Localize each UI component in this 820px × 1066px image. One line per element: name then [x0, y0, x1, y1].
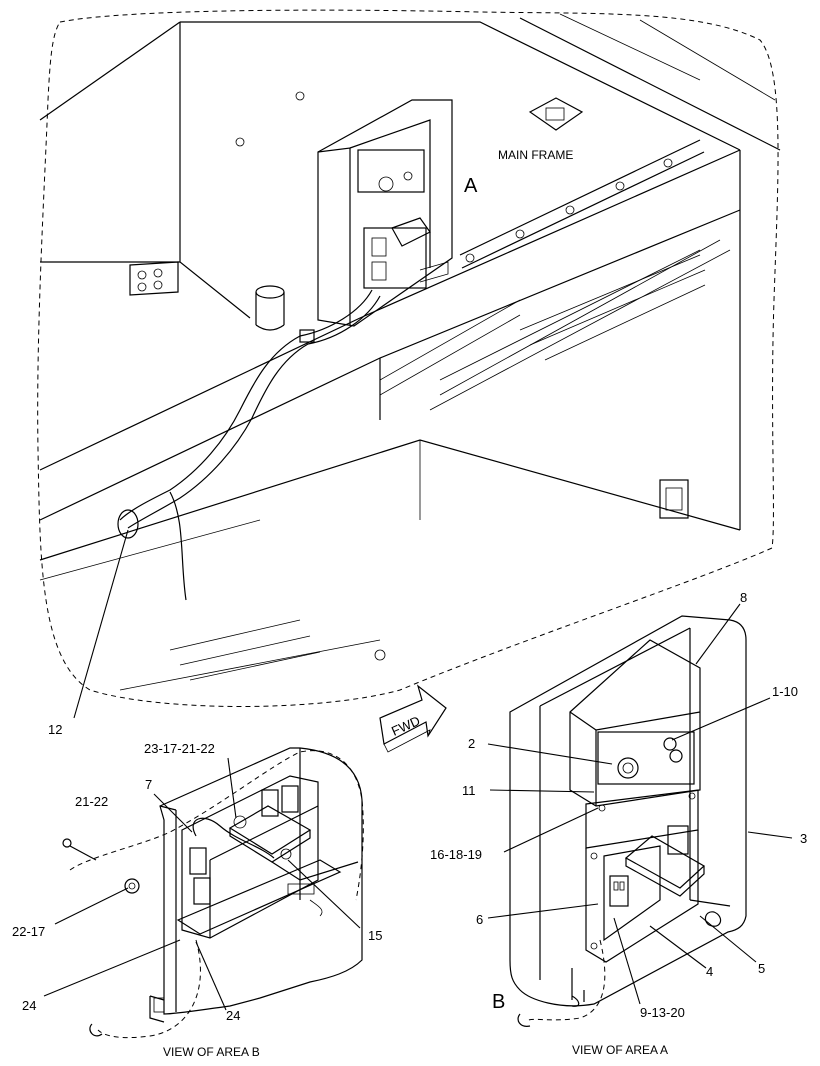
callout-21-22: 21-22	[75, 794, 108, 809]
mounting-bracket-b	[149, 747, 363, 1023]
callout-15: 15	[368, 928, 382, 943]
callout-1-10: 1-10	[772, 684, 798, 699]
bolt-21-22	[62, 838, 97, 861]
receptacle-box-b	[176, 775, 359, 939]
receptacle-outlet-icon	[609, 875, 629, 907]
callout-23-17-21-22: 23-17-21-22	[144, 741, 215, 756]
callout-2: 2	[468, 736, 475, 751]
area-a-view: B VIEW OF AREA A	[492, 615, 747, 1057]
area-a-marker: A	[464, 175, 478, 197]
callout-3: 3	[800, 831, 807, 846]
forward-arrow-label: FWD	[389, 713, 422, 739]
leader-lines	[43, 529, 793, 1011]
receptacle-box-main	[317, 99, 453, 327]
callout-5: 5	[758, 961, 765, 976]
main-frame	[39, 13, 781, 691]
area-b-boundary	[69, 750, 364, 901]
main-view: MAIN FRAME A	[37, 9, 781, 707]
area-b-caption: VIEW OF AREA B	[163, 1045, 260, 1059]
callout-8: 8	[740, 590, 747, 605]
main-view-boundary	[37, 9, 779, 707]
main-frame-label: MAIN FRAME	[498, 148, 573, 162]
receptacle-box-a	[569, 639, 706, 963]
callout-7: 7	[145, 777, 152, 792]
area-a-caption: VIEW OF AREA A	[572, 1043, 668, 1057]
cable-harness	[117, 289, 381, 601]
forward-arrow-icon: FWD	[379, 684, 447, 753]
area-b-letter: B	[492, 991, 505, 1013]
callout-labels: 12 8 1-10 2 11 16-18-19 3 6 4 5 9-13-20 …	[12, 590, 807, 1023]
callout-24-right: 24	[226, 1008, 240, 1023]
callout-4: 4	[706, 964, 713, 979]
area-a-cable-stub	[527, 939, 606, 1021]
callout-12: 12	[48, 722, 62, 737]
callout-22-17: 22-17	[12, 924, 45, 939]
nut-22-17	[124, 878, 140, 894]
switch-icon	[617, 757, 639, 779]
callout-24-left: 24	[22, 998, 36, 1013]
callout-9-13-20: 9-13-20	[640, 1005, 685, 1020]
mounting-bracket-a	[509, 615, 747, 1007]
callout-6: 6	[476, 912, 483, 927]
callout-16-18-19: 16-18-19	[430, 847, 482, 862]
callout-11: 11	[462, 783, 476, 798]
area-b-view: VIEW OF AREA B	[62, 747, 364, 1059]
